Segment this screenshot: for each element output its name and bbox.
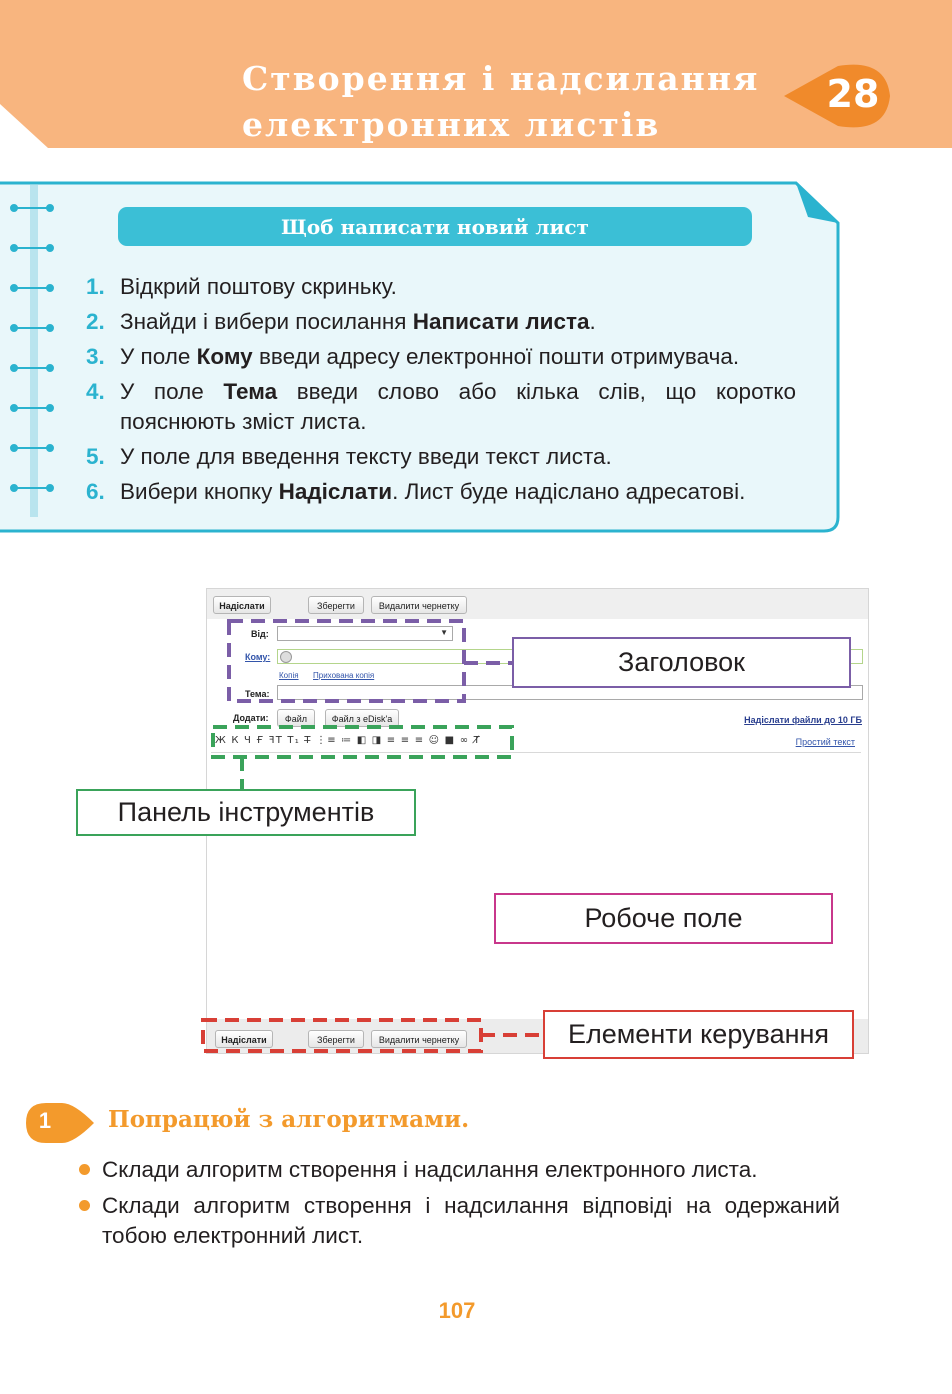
task-bullets: Склади алгоритм створення і надсилання е…	[78, 1155, 840, 1257]
instructions-heading: Щоб написати новий лист	[118, 207, 752, 246]
send-files-link[interactable]: Надіслати файли до 10 ГБ	[744, 715, 862, 725]
save-button[interactable]: Зберегти	[308, 596, 364, 614]
binding-ring-dot	[10, 244, 18, 252]
binding-ring-dot	[46, 284, 54, 292]
binding-ring-dot	[10, 284, 18, 292]
notebook-frame	[0, 181, 840, 533]
binding-ring-dot	[10, 324, 18, 332]
formatting-icons[interactable]: Ж К Ч Ғ ꟻT T₁ T̶ ⋮≡ ≔ ◧ ◨ ≡ ≡ ≡ ☺ ■ ∞ T̸	[215, 735, 481, 746]
page-number: 107	[438, 1298, 476, 1323]
formatting-toolbar: Ж К Ч Ғ ꟻT T₁ T̶ ⋮≡ ≔ ◧ ◨ ≡ ≡ ≡ ☺ ■ ∞ T̸…	[211, 734, 861, 753]
bullet-item: Склади алгоритм створення і надсилання е…	[78, 1155, 840, 1185]
step-item: 5.У поле для введення тексту введи текст…	[86, 444, 612, 469]
attach-file-button[interactable]: Файл	[277, 709, 315, 727]
attach-label: Додати:	[233, 713, 269, 723]
binding-ring-dot	[46, 444, 54, 452]
from-select[interactable]: ▼	[277, 626, 453, 641]
to-label[interactable]: Кому:	[245, 652, 271, 662]
binding-ring-dot	[46, 204, 54, 212]
contacts-icon[interactable]	[280, 651, 292, 663]
binding-ring-dot	[46, 324, 54, 332]
step-item: 4.У поле Тема введи слово або кілька слі…	[86, 379, 796, 434]
callout-controls: Елементи керування	[543, 1010, 854, 1059]
bottom-send-button[interactable]: Надіслати	[215, 1030, 273, 1048]
callout-work-area: Робоче поле	[494, 893, 833, 944]
task-number: 1	[38, 1108, 52, 1133]
binding-ring-dot	[46, 364, 54, 372]
task-title: Попрацюй з алгоритмами.	[108, 1106, 470, 1133]
instructions-box	[0, 181, 840, 533]
bullet-item: Склади алгоритм створення і надсилання в…	[78, 1191, 840, 1251]
attach-edisk-button[interactable]: Файл з eDisk'a	[325, 709, 399, 727]
step-item: 6.Вибери кнопку Надіслати. Лист буде над…	[86, 479, 746, 504]
callout-header: Заголовок	[512, 637, 851, 688]
binding-ring-dot	[10, 364, 18, 372]
callout-toolbar: Панель інструментів	[76, 789, 416, 836]
delete-draft-button[interactable]: Видалити чернетку	[371, 596, 467, 614]
binding-ring-dot	[10, 204, 18, 212]
step-item: 2.Знайди і вибери посилання Написати лис…	[86, 309, 596, 334]
binding-ring-dot	[10, 444, 18, 452]
lesson-number-badge: 28	[826, 72, 880, 116]
bottom-delete-draft-button[interactable]: Видалити чернетку	[371, 1030, 467, 1048]
from-label: Від:	[251, 629, 269, 639]
top-action-bar	[207, 589, 868, 619]
step-item: 1.Відкрий поштову скриньку.	[86, 274, 397, 299]
plain-text-link[interactable]: Простий текст	[795, 737, 855, 747]
task-number-badge	[26, 1103, 94, 1143]
banner-shape	[0, 0, 952, 148]
binding-ring-dot	[46, 404, 54, 412]
subject-label: Тема:	[245, 689, 270, 699]
binding-ring-dot	[10, 404, 18, 412]
header-banner	[0, 0, 952, 148]
steps-list: 1.Відкрий поштову скриньку. 2.Знайди і в…	[86, 272, 796, 512]
binding-ring-dot	[46, 484, 54, 492]
step-item: 3.У поле Кому введи адресу електронної п…	[86, 344, 740, 369]
copy-link[interactable]: Копія	[279, 671, 299, 680]
send-button[interactable]: Надіслати	[213, 596, 271, 614]
binding-ring-dot	[10, 484, 18, 492]
binding-ring-dot	[46, 244, 54, 252]
hidden-copy-link[interactable]: Прихована копія	[313, 671, 375, 680]
bottom-save-button[interactable]: Зберегти	[308, 1030, 364, 1048]
chevron-down-icon: ▼	[440, 628, 448, 637]
